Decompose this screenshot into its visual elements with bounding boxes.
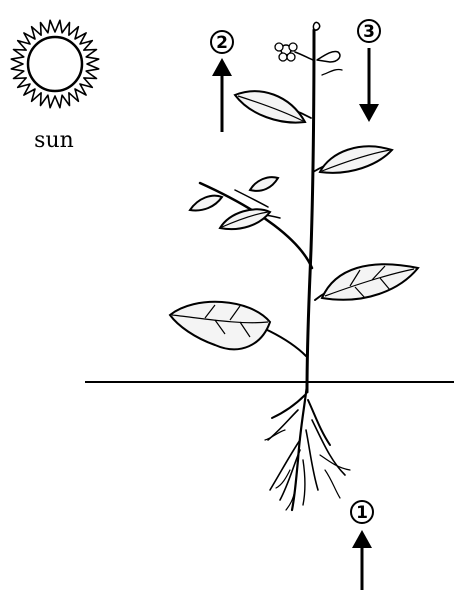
leaf xyxy=(322,264,418,299)
flower-icon xyxy=(275,43,313,61)
leaf xyxy=(190,196,222,211)
sun-icon xyxy=(11,20,98,107)
arrow-up-icon xyxy=(352,530,372,548)
marker-1-label: 1 xyxy=(356,503,368,523)
arrow-down-icon xyxy=(359,104,379,122)
leaf xyxy=(235,91,305,122)
flower-bud-icon xyxy=(313,22,342,75)
marker-3-label: 3 xyxy=(363,22,375,42)
sun-label: sun xyxy=(34,128,74,153)
marker-2: 2 xyxy=(211,31,233,132)
plant-roots xyxy=(265,385,350,510)
leaf xyxy=(170,302,270,350)
marker-1: 1 xyxy=(351,501,373,590)
leaf xyxy=(220,209,270,229)
marker-2-label: 2 xyxy=(216,33,228,53)
arrow-up-icon xyxy=(212,58,232,76)
marker-3: 3 xyxy=(358,20,380,122)
leaf xyxy=(320,146,392,172)
leaf xyxy=(250,177,278,191)
